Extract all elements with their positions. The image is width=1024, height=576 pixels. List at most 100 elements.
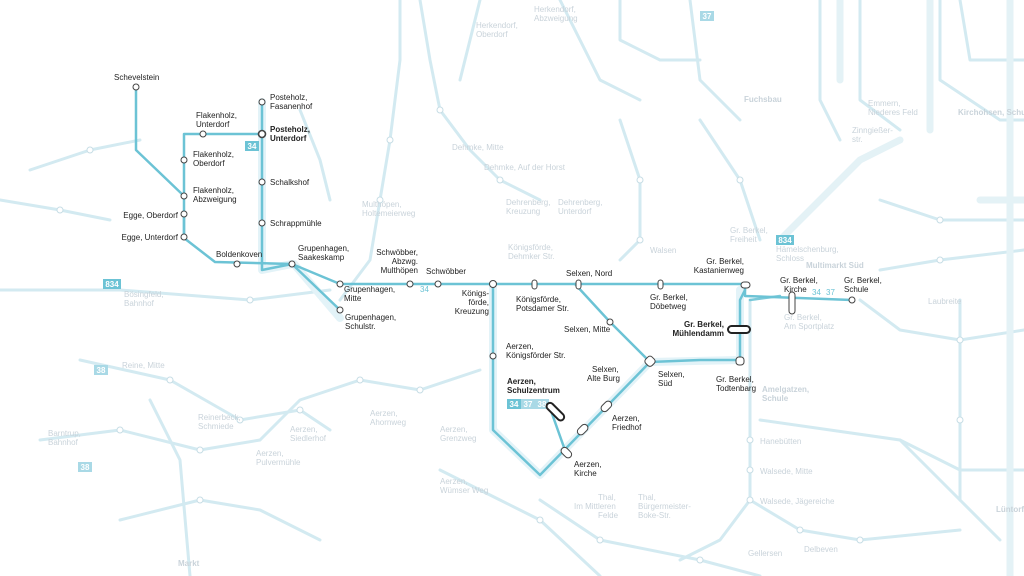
station-aerzen-kirche [560,446,573,459]
route-badges: 34 834 834 34 37 38 [103,141,794,409]
label-schevelstein: Schevelstein [114,73,159,82]
bg-boesingfeld: Bösingfeld,Bahnhof [124,290,164,308]
bg-aerzen-grenzweg: Aerzen,Grenzweg [440,425,476,443]
bg-kirchohsen: Kirchohsen, Schule [958,108,1024,117]
station-aerzen-friedhof [576,423,589,436]
label-schalkshof: Schalkshof [270,178,310,187]
station-gr-berkel-muehlendamm [727,325,751,334]
bg-markt: Markt [178,559,200,568]
bg-aerzen-pulvermuehle: Aerzen,Pulvermühle [256,449,301,467]
label-aerzen-schulzentrum: Aerzen,Schulzentrum [507,377,560,395]
label-egge-oberdorf: Egge, Oberdorf [123,211,178,220]
station-flakenholz-oberdorf [180,156,188,164]
station-grupenhagen-saakeskamp [288,260,296,268]
bg-hamelschenburg: Hämelschenburg,Schloss [776,245,839,263]
bg-gr-berkel-freiheit: Gr. Berkel,Freiheit [730,226,768,244]
label-schrappmuehle: Schrappmühle [270,219,322,228]
label-koenigsfoerde-kreuzung: Königs-förde,Kreuzung [455,289,490,316]
bg-aerzen-wuemser: Aerzen,Wümser Weg [440,477,488,495]
bg-aerzen-siedlerhof: Aerzen,Siedlerhof [290,425,327,443]
station-schwoebber [434,280,442,288]
route-grupenhagen-schulstr [290,262,342,312]
station-schalkshof [258,178,266,186]
label-gr-berkel-schule: Gr. Berkel,Schule [844,276,882,294]
label-aerzen-koenigsfoerder: Aerzen,Königsförder Str. [506,342,566,360]
station-grupenhagen-mitte [336,280,344,288]
station-egge-unterdorf [180,233,188,241]
label-flakenholz-abzweigung: Flakenholz,Abzweigung [193,186,237,204]
station-selxen-nord [575,279,582,290]
label-selxen-nord: Selxen, Nord [566,269,612,278]
bg-luentorf: Lüntorf [996,505,1024,514]
label-posteholz-unterdorf: Posteholz,Unterdorf [270,125,310,143]
station-gr-berkel-todtenbarg [735,356,745,366]
station-schwoebber-abzw [406,280,414,288]
label-boldenkoven: Boldenkoven [216,250,262,259]
svg-text:34: 34 [510,400,519,409]
svg-text:834: 834 [778,236,792,245]
station-gr-berkel-schule [848,296,856,304]
line-label-34-a: 34 [420,285,429,294]
station-schevelstein [132,83,140,91]
line-labels: 34 34 37 [420,285,835,297]
bg-reinerbeck-schmiede: Reinerbeck,Schmiede [198,413,241,431]
label-grupenhagen-schulstr: Grupenhagen,Schulstr. [345,313,396,331]
bg-laubreite: Laubreite [928,297,962,306]
label-posteholz-fasanenhof: Posteholz,Fasanenhof [270,93,313,111]
label-gr-berkel-todtenbarg: Gr. Berkel,Todtenbarg [716,375,756,393]
bg-walsede-mitte: Walsede, Mitte [760,467,813,476]
station-flakenholz-abzweigung [180,192,188,200]
label-schwoebber: Schwöbber [426,267,466,276]
bg-aerzen-ahornweg: Aerzen,Ahornweg [370,409,406,427]
station-selxen-mitte [606,318,614,326]
svg-text:37: 37 [524,400,533,409]
label-aerzen-kirche: Aerzen,Kirche [574,460,602,478]
route-flakenholz [182,132,264,198]
badge-834-west [103,279,121,289]
station-selxen-alte-burg [600,400,613,413]
bg-fuchsbau: Fuchsbau [744,95,782,104]
svg-text:38: 38 [97,366,106,375]
badge-34-posteholz [245,141,259,151]
label-grupenhagen-mitte: Grupenhagen,Mitte [344,285,395,303]
station-gr-berkel-kirche [788,291,796,315]
station-posteholz-fasanenhof [258,98,266,106]
route-network [134,85,854,479]
bg-herkendorf-abzweigung: Herkendorf,Abzweigung [534,5,578,23]
svg-text:37: 37 [703,12,712,21]
label-gr-berkel-kastanienweg: Gr. Berkel,Kastanienweg [694,257,744,275]
station-aerzen-schulzentrum [545,401,566,422]
bg-multimarkt: Multimarkt Süd [806,261,864,270]
bg-barntrup: Barntrup,Bahnhof [48,429,81,447]
bg-walsen: Walsen [650,246,676,255]
bg-dehmke-horst: Dehmke, Auf der Horst [484,163,566,172]
station-gr-berkel-kastanienweg [740,281,751,289]
bg-zinngiesser: Zinngießer-str. [852,126,893,144]
label-koenigsfoerde-potsdamer: Königsförde,Potsdamer Str. [516,295,569,313]
label-selxen-sued: Selxen,Süd [658,370,685,388]
bg-delbeven: Delbeven [804,545,838,554]
label-schwoebber-abzw: Schwöbber,Abzwg.Multhöpen [376,248,418,275]
background-badges: 38 38 37 [78,11,714,472]
badge-834-east [776,235,794,245]
label-selxen-alte-burg: Selxen,Alte Burg [587,365,620,383]
line-label-37: 37 [826,288,835,297]
station-koenigsfoerde-kreuzung [489,280,497,288]
background-labels: Bösingfeld,Bahnhof Reine, Mitte Reinerbe… [48,5,1024,568]
bg-gellersen: Gellersen [748,549,782,558]
badge-37-aerzen [521,399,535,409]
station-posteholz-unterdorf [257,129,267,139]
bg-koenigsfoerde-dehmker: Königsförde,Dehmker Str. [508,243,555,261]
badge-38-aerzen [535,399,549,409]
bg-dehmke-mitte: Dehmke, Mitte [452,143,504,152]
station-schrappmuehle [258,219,266,227]
label-gr-berkel-kirche: Gr. Berkel,Kirche [780,276,818,294]
bg-herkendorf-oberdorf: Herkendorf,Oberdorf [476,21,518,39]
label-grupenhagen-saakeskamp: Grupenhagen,Saakeskamp [298,244,349,262]
station-selxen-sued [644,355,656,367]
station-gr-berkel-doebetweg [657,279,664,290]
station-boldenkoven [233,260,241,268]
bg-reine-mitte: Reine, Mitte [122,361,165,370]
